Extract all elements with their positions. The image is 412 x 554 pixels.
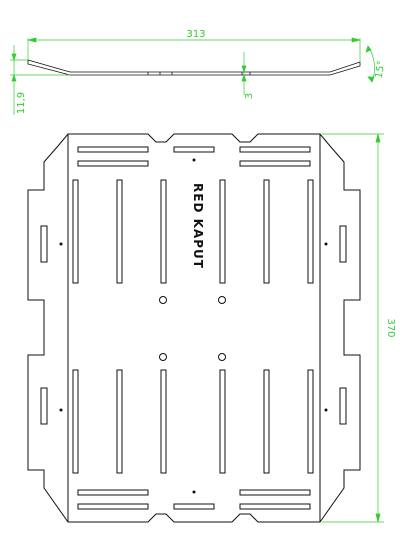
slot <box>77 146 149 153</box>
plate-engraving: RED KAPUT <box>191 183 205 269</box>
slot <box>116 369 123 474</box>
slot <box>239 160 311 167</box>
dim-top-width: 313 <box>186 29 205 40</box>
slot <box>160 369 167 474</box>
slot <box>307 369 314 474</box>
dim-bend-angle: 15° <box>374 60 388 79</box>
length-dimension <box>322 133 384 523</box>
profile-dimensions <box>10 37 375 115</box>
hole <box>218 296 226 304</box>
marker-dots <box>59 158 328 494</box>
slot <box>40 387 48 425</box>
hole <box>159 296 167 304</box>
slot <box>339 387 347 425</box>
slot <box>77 503 149 510</box>
plate-view <box>27 133 361 523</box>
slot <box>263 369 270 474</box>
slot <box>219 179 226 284</box>
slot <box>77 160 149 167</box>
slot <box>239 146 311 153</box>
slot <box>239 503 311 510</box>
slot <box>77 489 149 496</box>
slot <box>160 179 167 284</box>
slot <box>219 369 226 474</box>
slot <box>40 225 48 263</box>
dim-overall-length: 370 <box>385 318 396 337</box>
slot <box>72 369 79 474</box>
dim-left-height: 11,9 <box>16 92 27 114</box>
profile-outline <box>27 59 361 76</box>
hole <box>159 353 167 361</box>
slot <box>339 225 347 263</box>
side-profile <box>27 59 361 76</box>
slot <box>307 179 314 284</box>
slot <box>72 179 79 284</box>
slot <box>116 179 123 284</box>
slot <box>239 489 311 496</box>
slot <box>173 146 215 153</box>
hole <box>218 353 226 361</box>
slot <box>263 179 270 284</box>
dim-thickness: 3 <box>244 93 255 99</box>
plate-features <box>40 146 347 510</box>
slot <box>173 503 215 510</box>
